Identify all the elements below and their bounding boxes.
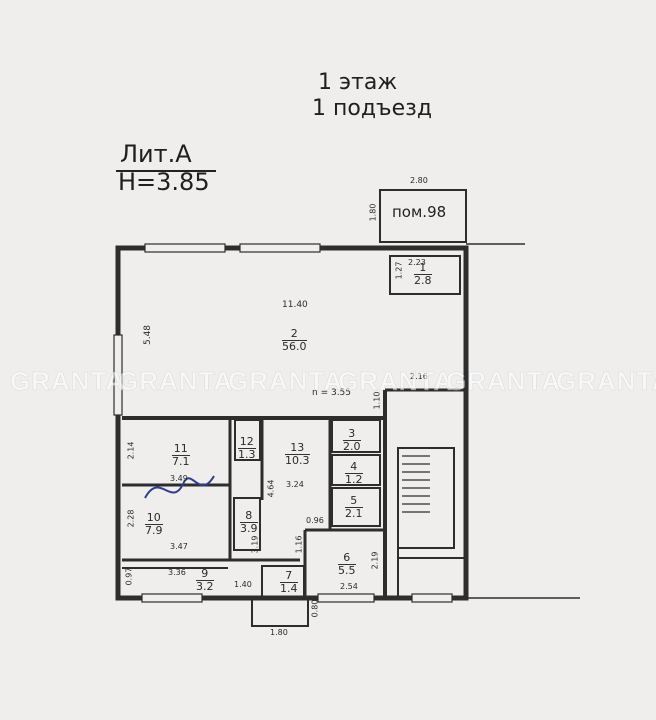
lit-label: Лит.А [120,140,192,168]
dim-r13-w: 3.24 [286,480,304,489]
room-area: 2.1 [345,507,363,520]
room-area: 10.3 [285,454,310,467]
room-number: 6 [338,552,356,565]
room-area: 1.4 [280,582,298,595]
dim-r13-len: 4.64 [266,479,276,498]
watermark: GRANTA [10,366,126,397]
room-area: 2.8 [414,274,432,287]
room-area: 5.5 [338,564,356,577]
dim-r2-h: 5.48 [143,324,154,346]
dim-r9-h: 0.97 [124,567,134,586]
floor-label: 1 этаж [318,70,398,95]
room-area: 1.2 [345,473,363,486]
ceiling-height: n = 3.55 [312,388,352,398]
watermark: GRANTA [556,366,656,397]
watermark: GRANTA [338,366,454,397]
room-number: 8 [240,510,258,523]
room-area: 3.9 [240,522,258,535]
scribble-mark [144,475,215,499]
room-number: 12 [238,435,256,449]
room-area: 7.1 [172,455,190,468]
room-number: 3 [343,428,361,441]
room-area: 3.2 [196,580,214,593]
dim-r6-w: 2.54 [340,582,358,591]
dim-319: 3.19 [250,535,260,554]
dim-116: 1.16 [294,535,304,554]
room-number: 13 [285,442,310,455]
room-number: 1 [414,262,432,275]
dim-r1-w: 2.23 [408,258,426,267]
dim-r6-h: 2.19 [370,551,380,570]
height-label: H=3.85 [118,168,210,196]
lit-underline [116,170,216,172]
room-number: 5 [345,495,363,508]
room-area: 2.0 [343,440,361,453]
room-number: 9 [196,568,214,581]
room-number: 4 [345,461,363,474]
room-number: 10 [145,511,163,525]
room-number: 7 [280,570,298,583]
dim-r9-w: 3.36 [168,568,186,577]
room-number: 11 [172,442,190,456]
dim-bottom-w: 1.80 [270,628,288,637]
dim-top-height: 1.80 [368,203,378,222]
dim-bottom-h: 0.80 [310,599,320,618]
room-area: 56.0 [282,340,307,353]
entrance-label: 1 подъезд [312,96,433,121]
dim-r10-h: 2.28 [126,509,136,528]
dim-top-width: 2.80 [410,176,428,185]
room-number: 2 [282,328,307,341]
room98-label: пом.98 [392,203,447,221]
room-area: 1.3 [238,448,256,461]
dim-r11-w: 3.49 [170,474,188,483]
room-area: 7.9 [145,524,163,537]
dim-096: 0.96 [306,516,324,525]
dim-140: 1.40 [234,580,252,589]
room1-box [389,255,461,295]
watermark: GRANTA [228,366,344,397]
watermark: GRANTA [446,366,562,397]
dim-r1-h: 1.27 [394,261,404,280]
dim-r2-w: 11.40 [282,300,308,310]
dim-r10-w: 3.47 [170,542,188,551]
watermark: GRANTA [118,366,234,397]
dim-r11-h: 2.14 [126,441,136,460]
room98-box [379,189,467,243]
dim-small-h: 2.16 [410,372,428,381]
